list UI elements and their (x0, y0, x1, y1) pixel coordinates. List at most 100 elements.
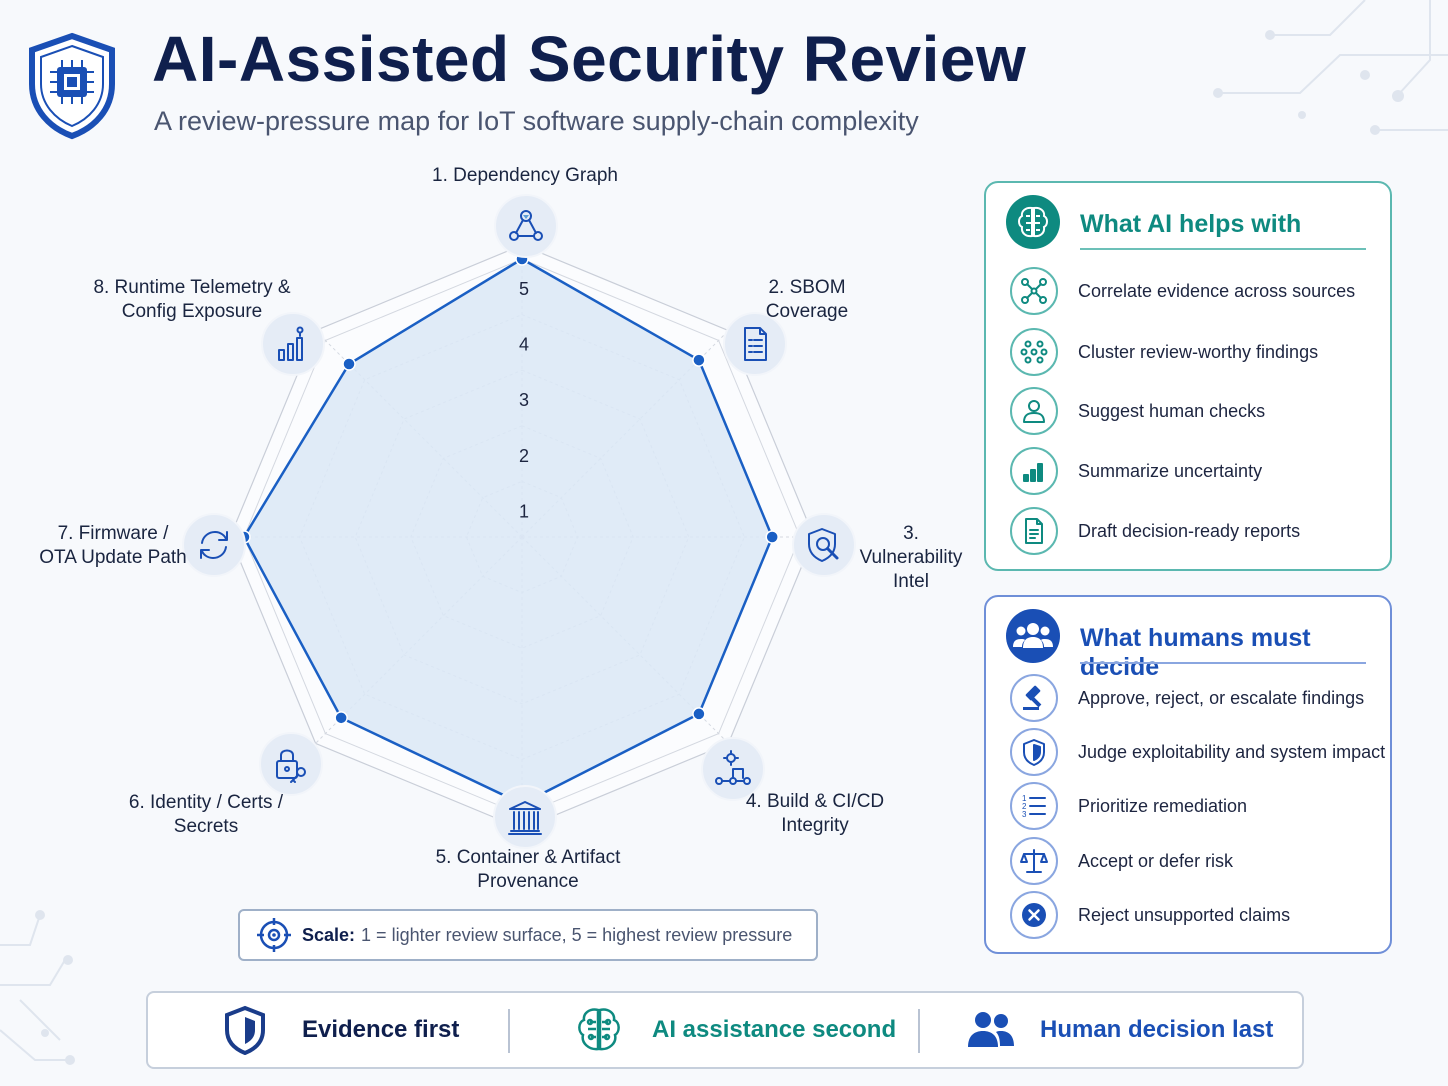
target-icon (257, 918, 291, 952)
footer-label-evidence: Evidence first (302, 1016, 460, 1043)
panel-list-item: Cluster review-worthy findings (1010, 328, 1318, 376)
radar-axis-label: 8. Runtime Telemetry & Config Exposure (80, 276, 304, 324)
panel-list-item: Summarize uncertainty (1010, 447, 1262, 495)
radar-axis-label-line: 5. Container & Artifact (435, 847, 621, 868)
shield-search-icon (792, 513, 856, 577)
bar-chart-icon (1010, 447, 1058, 495)
panel-item-label: Correlate evidence across sources (1078, 280, 1356, 301)
radar-axis-label-line: 6. Identity / Certs / (128, 792, 284, 813)
radar-tick-label: 4 (519, 335, 529, 355)
footer-label-ai: AI assistance second (652, 1016, 897, 1043)
radar-axis-label-line: Config Exposure (121, 301, 263, 322)
panel-item-label: Judge exploitability and system impact (1078, 741, 1386, 762)
human-panel-divider (1080, 662, 1366, 664)
lock-key-icon (259, 732, 323, 796)
radar-axis-label-line: 7. Firmware / (57, 523, 169, 544)
footer-item-evidence: Evidence first (222, 993, 459, 1067)
radar-axis-label-line: 2. SBOM (768, 277, 846, 298)
radar-tick-label: 1 (519, 501, 529, 521)
panel-list-item: Approve, reject, or escalate findings (1010, 674, 1364, 722)
radar-data-point (692, 707, 706, 721)
humans-decide-panel: What humans must decide Approve, reject,… (984, 595, 1392, 954)
report-document-icon (1010, 507, 1058, 555)
dependency-graph-icon (494, 194, 558, 258)
page-subtitle: A review-pressure map for IoT software s… (154, 106, 919, 136)
radar-axis-label-line: 4. Build & CI/CD (745, 791, 885, 812)
ai-panel-divider (1080, 248, 1366, 250)
ai-helps-panel: What AI helps with Correlate evidence ac… (984, 181, 1392, 571)
pipeline-gear-icon (701, 737, 765, 801)
radar-data-point (692, 353, 706, 367)
x-circle-icon (1010, 891, 1058, 939)
people-icon (968, 1012, 1014, 1047)
svg-text:2: 2 (1022, 802, 1027, 811)
footer-label-human: Human decision last (1040, 1016, 1274, 1043)
radar-data-point (342, 357, 356, 371)
radar-axis-label-line: 3. Vulnerability (859, 523, 963, 568)
brain-icon (578, 1008, 620, 1051)
panel-item-label: Reject unsupported claims (1078, 904, 1291, 925)
radar-axis-label-line: OTA Update Path (39, 547, 187, 568)
ai-panel-title: What AI helps with (1080, 210, 1302, 238)
cluster-dots-icon (1010, 328, 1058, 376)
panel-list-item: Accept or defer risk (1010, 837, 1233, 885)
panel-list-item: Draft decision-ready reports (1010, 507, 1300, 555)
telemetry-bars-icon (261, 312, 325, 376)
footer-item-human: Human decision last (966, 993, 1273, 1067)
panel-item-label: Summarize uncertainty (1078, 460, 1263, 481)
principles-footer: Evidence first AI assistance second Huma… (146, 991, 1304, 1069)
radar-axis-label-line: Secrets (173, 816, 239, 837)
panel-item-label: Prioritize remediation (1078, 795, 1248, 816)
svg-text:3: 3 (1022, 810, 1027, 819)
panel-item-label: Accept or defer risk (1078, 850, 1234, 871)
radar-axis-label-line: Coverage (765, 301, 849, 322)
radar-axis-label-line: 8. Runtime Telemetry & (93, 277, 291, 298)
human-panel-title: What humans must decide (1080, 624, 1311, 681)
panel-list-item: Judge exploitability and system impact (1010, 728, 1385, 776)
panel-item-label: Cluster review-worthy findings (1078, 341, 1319, 362)
shield-icon (225, 1005, 265, 1055)
radar-axis-label-line: Provenance (477, 871, 579, 892)
radar-axis-label-line: 1. Dependency Graph (432, 165, 618, 186)
person-icon (1010, 387, 1058, 435)
people-group-icon (1006, 609, 1060, 663)
page-title: AI-Assisted Security Review (152, 23, 1027, 95)
radar-axis-label: 2. SBOM Coverage (742, 276, 872, 324)
svg-text:1: 1 (1022, 794, 1027, 803)
brain-icon (1006, 195, 1060, 249)
panel-list-item: Suggest human checks (1010, 387, 1265, 435)
panel-list-item: Reject unsupported claims (1010, 891, 1290, 939)
radar-tick-label: 3 (519, 390, 529, 410)
scale-description: 1 = lighter review surface, 5 = highest … (361, 924, 793, 945)
radar-tick-label: 5 (519, 279, 529, 299)
shield-chip-logo (29, 32, 115, 140)
shield-icon (1010, 728, 1058, 776)
panel-item-label: Approve, reject, or escalate findings (1078, 687, 1365, 708)
radar-axis-label: 6. Identity / Certs / Secrets (116, 791, 296, 839)
footer-divider (508, 1009, 510, 1053)
scale-legend: Scale: 1 = lighter review surface, 5 = h… (238, 909, 818, 961)
radar-chart: 1 2 3 4 5 (229, 244, 815, 830)
panel-item-label: Suggest human checks (1078, 400, 1266, 421)
radar-axis-label: 1. Dependency Graph (370, 164, 680, 188)
radar-data-point (765, 530, 779, 544)
footer-divider (918, 1009, 920, 1053)
radar-axis-label: 7. Firmware / OTA Update Path (36, 522, 190, 570)
refresh-icon (182, 513, 246, 577)
scale-label: Scale: (302, 924, 356, 945)
footer-item-ai: AI assistance second (572, 993, 896, 1067)
radar-data-point (334, 711, 348, 725)
gavel-icon (1010, 674, 1058, 722)
container-icon (493, 785, 557, 849)
radar-tick-label: 2 (519, 446, 529, 466)
panel-item-label: Draft decision-ready reports (1078, 520, 1301, 541)
radar-axis-label-line: Intel (893, 571, 929, 592)
network-nodes-icon (1010, 267, 1058, 315)
scales-icon (1010, 837, 1058, 885)
